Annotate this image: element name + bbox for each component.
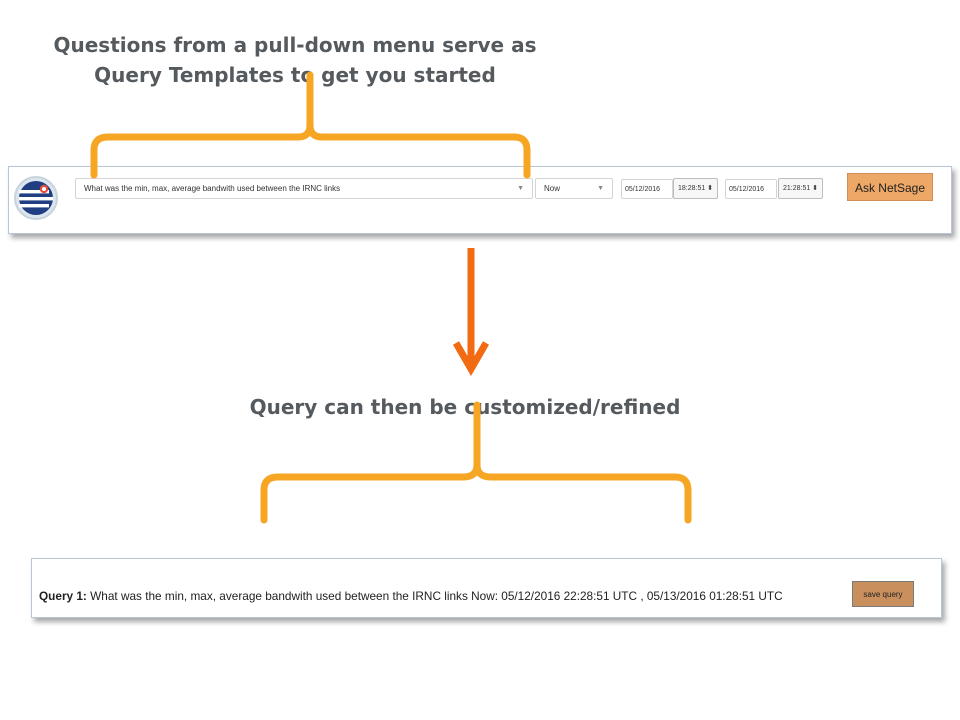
top-curly-brace xyxy=(90,71,531,179)
time-range-select[interactable]: Now ▼ xyxy=(535,178,613,199)
query-line: Query 1: What was the min, max, average … xyxy=(39,589,783,603)
time-range-value: Now xyxy=(544,184,561,193)
netsage-logo-icon xyxy=(14,176,58,220)
start-time-select[interactable]: 18:28:51 ⬍ xyxy=(673,178,718,199)
start-time-value: 18:28:51 xyxy=(678,185,706,192)
end-time-select[interactable]: 21:28:51 ⬍ xyxy=(778,178,823,199)
save-query-button[interactable]: save query xyxy=(852,581,914,607)
end-date-input[interactable]: 05/12/2016 xyxy=(725,179,777,199)
down-arrow-icon xyxy=(452,248,490,377)
up-down-stepper-icon: ⬍ xyxy=(812,185,818,192)
up-down-stepper-icon: ⬍ xyxy=(707,185,713,192)
start-date-input[interactable]: 05/12/2016 xyxy=(621,179,673,199)
bottom-curly-brace xyxy=(260,401,692,524)
caption-customize: Query can then be customized/refined xyxy=(249,395,681,419)
query-text: What was the min, max, average bandwith … xyxy=(90,589,783,603)
end-time-value: 21:28:51 xyxy=(783,185,811,192)
chevron-down-icon: ▼ xyxy=(597,185,604,192)
question-select-value: What was the min, max, average bandwith … xyxy=(84,184,341,193)
chevron-down-icon: ▼ xyxy=(517,185,524,192)
ask-netsage-button[interactable]: Ask NetSage xyxy=(847,173,933,201)
question-template-select[interactable]: What was the min, max, average bandwith … xyxy=(75,178,533,199)
caption-query-templates: Questions from a pull-down menu serve as… xyxy=(53,33,537,87)
netsage-query-toolbar: What was the min, max, average bandwith … xyxy=(8,166,952,234)
query-label: Query 1: xyxy=(39,589,87,603)
query-result-panel: Query 1: What was the min, max, average … xyxy=(31,558,942,618)
